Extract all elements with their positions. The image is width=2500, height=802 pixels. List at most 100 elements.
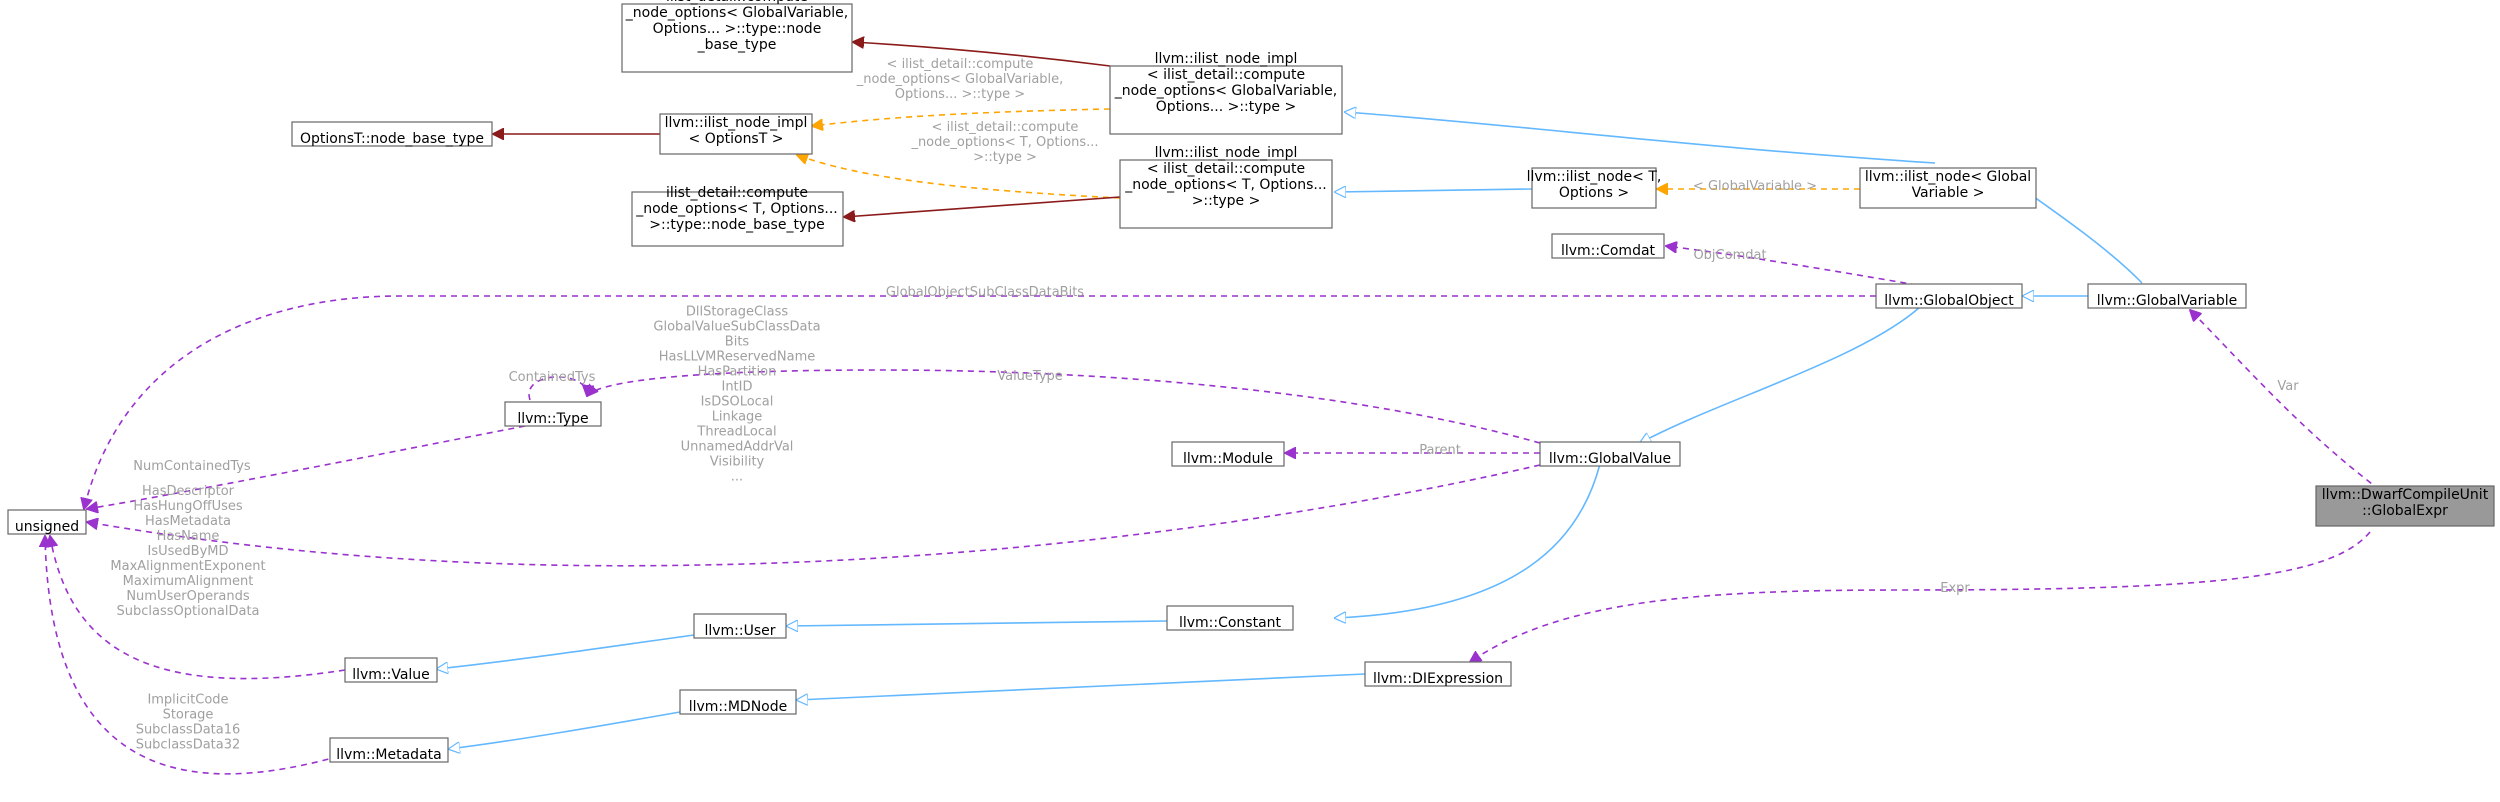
edge-globalvalue-to-constant <box>1335 463 1601 618</box>
node-user[interactable]: llvm::User <box>693 613 787 639</box>
text-line: >::type > <box>1192 193 1261 209</box>
node-module[interactable]: llvm::Module <box>1171 441 1285 467</box>
text-line: _node_options< GlobalVariable, <box>625 5 848 21</box>
text-line: llvm::ilist_node_impl <box>1155 145 1298 161</box>
text-line: Visibility <box>710 455 765 470</box>
node-label-comdat: llvm::Comdat <box>1561 243 1656 259</box>
node-dwarf-compile-unit-global-expr[interactable]: llvm::DwarfCompileUnit::GlobalExpr <box>2315 485 2495 527</box>
edge-expr <box>1470 531 2371 662</box>
text-line: llvm::ilist_node< Global <box>1865 169 2031 185</box>
node-value[interactable]: llvm::Value <box>344 657 438 683</box>
text-line: _node_options< GlobalVariable, <box>856 72 1064 87</box>
edge-labels: Var Expr ObjComdat GlobalObjectSubClassD… <box>110 57 2299 753</box>
text-line: ImplicitCode <box>147 693 228 708</box>
node-ilist-node-T-options[interactable]: llvm::ilist_node< T,Options > <box>1527 167 1662 209</box>
edge-label-num-contained-tys: NumContainedTys <box>133 459 251 474</box>
edge-ilist-node-gv-to-impl-gv <box>1345 112 1936 164</box>
node-label-constant: llvm::Constant <box>1179 615 1282 631</box>
text-line: NumContainedTys <box>133 459 251 474</box>
node-type[interactable]: llvm::Type <box>504 401 602 427</box>
node-label-global-variable: llvm::GlobalVariable <box>2097 293 2237 309</box>
text-line: ... <box>731 470 743 485</box>
node-label-unsigned: unsigned <box>15 519 79 535</box>
edge-label-var: Var <box>2277 379 2299 394</box>
node-label-compute-gv: ilist_detail::compute_node_options< Glob… <box>625 0 848 53</box>
node-unsigned[interactable]: unsigned <box>7 509 87 535</box>
text-line: Storage <box>163 708 214 723</box>
text-line: _node_options< T, Options... <box>635 201 838 217</box>
edge-impl-T-to-compute-T <box>844 196 1121 217</box>
text-line: SubclassOptionalData <box>116 604 259 619</box>
node-label-user: llvm::User <box>704 623 775 639</box>
node-label-global-object: llvm::GlobalObject <box>1884 293 2014 309</box>
text-line: llvm::Module <box>1183 451 1273 467</box>
node-global-variable[interactable]: llvm::GlobalVariable <box>2087 283 2247 309</box>
text-line: IsUsedByMD <box>148 544 229 559</box>
text-line: < OptionsT > <box>689 131 784 147</box>
text-line: llvm::GlobalValue <box>1549 451 1671 467</box>
edge-global-object-subclass-data-bits <box>84 295 1876 509</box>
text-line: llvm::Constant <box>1179 615 1282 631</box>
node-ilist-node-impl-optionsT[interactable]: llvm::ilist_node_impl< OptionsT > <box>659 113 813 155</box>
text-line: NumUserOperands <box>126 589 250 604</box>
text-line: Bits <box>725 335 750 350</box>
node-label-ilist-node-T: llvm::ilist_node< T,Options > <box>1527 169 1662 201</box>
node-label-global-expr: llvm::DwarfCompileUnit::GlobalExpr <box>2322 487 2489 519</box>
edge-impl-gv-to-compute-gv <box>853 42 1111 67</box>
text-line: < ilist_detail::compute <box>1147 161 1305 177</box>
node-diexpression[interactable]: llvm::DIExpression <box>1364 661 1512 687</box>
node-global-value[interactable]: llvm::GlobalValue <box>1539 441 1681 467</box>
text-line: OptionsT::node_base_type <box>300 131 484 147</box>
text-line: llvm::DIExpression <box>1373 671 1503 687</box>
text-line: _node_options< T, Options... <box>1124 177 1327 193</box>
text-line: llvm::DwarfCompileUnit <box>2322 487 2489 503</box>
text-line: < GlobalVariable > <box>1693 179 1817 194</box>
edge-diexpression-to-mdnode <box>797 673 1366 700</box>
text-line: llvm::Type <box>517 411 588 427</box>
nodes: llvm::DwarfCompileUnit::GlobalExpr llvm:… <box>7 0 2495 763</box>
edge-template-opts-gv <box>812 108 1111 126</box>
text-line: HasName <box>157 529 220 544</box>
node-optionsT-node-base-type[interactable]: OptionsT::node_base_type <box>291 121 493 147</box>
node-global-object[interactable]: llvm::GlobalObject <box>1875 283 2023 309</box>
edge-ilist-node-T-to-impl-T <box>1335 189 1533 192</box>
text-line: Options... >::type::node <box>653 21 822 37</box>
node-comdat[interactable]: llvm::Comdat <box>1551 233 1665 259</box>
node-compute-node-options-gv-base-type[interactable]: ilist_detail::compute_node_options< Glob… <box>621 0 853 73</box>
text-line: llvm::User <box>704 623 775 639</box>
edge-value-fields <box>50 536 346 680</box>
node-ilist-node-impl-T[interactable]: llvm::ilist_node_impl< ilist_detail::com… <box>1119 145 1333 229</box>
edges <box>45 42 2381 775</box>
text-line: llvm::GlobalVariable <box>2097 293 2237 309</box>
node-label-ilist-node-impl-T: llvm::ilist_node_impl< ilist_detail::com… <box>1124 145 1327 209</box>
edge-label-template-opts-gv: < ilist_detail::compute_node_options< Gl… <box>856 57 1064 102</box>
text-line: >::type::node_base_type <box>649 217 824 233</box>
text-line: UnnamedAddrVal <box>681 440 794 455</box>
node-label-type: llvm::Type <box>517 411 588 427</box>
text-line: llvm::Value <box>352 667 430 683</box>
text-line: Parent <box>1419 443 1461 458</box>
text-line: llvm::ilist_node_impl <box>665 115 808 131</box>
text-line: < ilist_detail::compute <box>887 57 1034 72</box>
edge-template-opts-T <box>797 155 1121 199</box>
node-constant[interactable]: llvm::Constant <box>1166 605 1294 631</box>
node-compute-node-options-T-base-type[interactable]: ilist_detail::compute_node_options< T, O… <box>631 185 844 247</box>
node-label-optionsT-base: OptionsT::node_base_type <box>300 131 484 147</box>
text-line: llvm::MDNode <box>689 699 788 715</box>
text-line: llvm::ilist_node_impl <box>1155 51 1298 67</box>
node-metadata[interactable]: llvm::Metadata <box>329 737 449 763</box>
node-label-diexpression: llvm::DIExpression <box>1373 671 1503 687</box>
text-line: HasHungOffUses <box>133 499 242 514</box>
edge-globalobject-to-globalvalue <box>1640 306 1921 443</box>
edge-label-global-object-subclass-data-bits: GlobalObjectSubClassDataBits <box>886 285 1084 300</box>
node-ilist-node-impl-global-variable[interactable]: llvm::ilist_node_impl< ilist_detail::com… <box>1109 51 1343 135</box>
node-mdnode[interactable]: llvm::MDNode <box>679 689 797 715</box>
node-label-mdnode: llvm::MDNode <box>689 699 788 715</box>
text-line: HasPartition <box>698 365 777 380</box>
text-line: GlobalValueSubClassData <box>653 320 820 335</box>
text-line: ThreadLocal <box>696 425 776 440</box>
node-label-ilist-node-impl-gv: llvm::ilist_node_impl< ilist_detail::com… <box>1114 51 1337 115</box>
